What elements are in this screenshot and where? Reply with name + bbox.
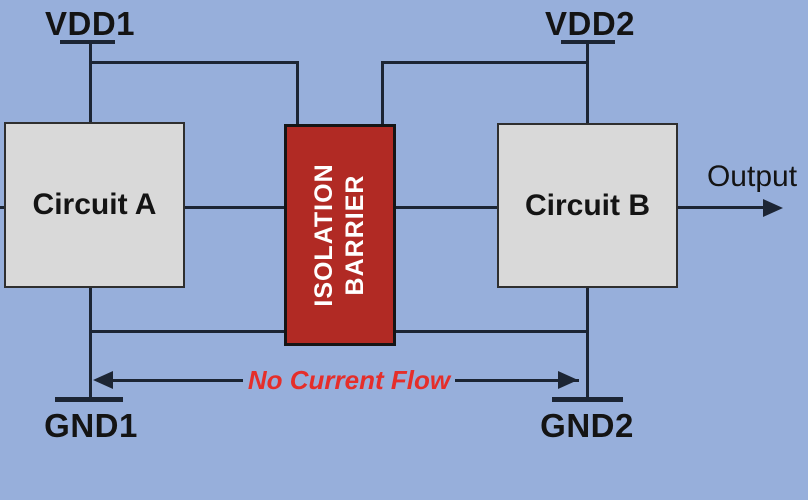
no-current-flow-right-arrowhead-icon bbox=[558, 371, 578, 389]
isolation-barrier-label: ISOLATION BARRIER bbox=[309, 163, 372, 306]
vdd1-label: VDD1 bbox=[44, 5, 136, 42]
wire-gnd-right-horizontal bbox=[394, 329, 589, 333]
isolation-barrier-box: ISOLATION BARRIER bbox=[284, 124, 396, 346]
isolation-barrier-label-line2: BARRIER bbox=[341, 174, 369, 296]
wire-input-stub bbox=[0, 205, 6, 209]
vdd1-rail-bar bbox=[60, 40, 115, 44]
wire-vdd2-branch-horizontal bbox=[384, 61, 588, 64]
no-current-flow-right-line bbox=[455, 378, 579, 382]
wire-circuit-a-to-gnd1 bbox=[88, 288, 92, 399]
vdd2-rail-bar bbox=[561, 40, 615, 44]
isolation-barrier-label-line1: ISOLATION bbox=[309, 163, 338, 307]
wire-circuit-a-to-barrier bbox=[184, 205, 286, 209]
wire-vdd1-branch-to-barrier bbox=[295, 61, 299, 125]
wire-gnd-left-horizontal bbox=[88, 329, 287, 333]
wire-output bbox=[677, 206, 765, 209]
no-current-flow-label: No Current Flow bbox=[247, 365, 451, 395]
gnd2-label: GND2 bbox=[540, 407, 634, 444]
output-label: Output bbox=[706, 160, 798, 193]
wire-barrier-to-circuit-b bbox=[394, 205, 499, 209]
no-current-flow-left-arrowhead-icon bbox=[93, 371, 113, 389]
gnd1-ground-bar bbox=[55, 397, 123, 402]
wire-vdd2-branch-to-barrier bbox=[381, 61, 384, 125]
gnd1-label: GND1 bbox=[44, 407, 138, 444]
wire-circuit-b-to-gnd2 bbox=[585, 288, 589, 399]
circuit-b-label: Circuit B bbox=[524, 188, 650, 222]
circuit-a-box: Circuit A bbox=[4, 122, 185, 288]
circuit-b-box: Circuit B bbox=[497, 123, 678, 288]
circuit-a-label: Circuit A bbox=[32, 188, 157, 221]
wire-vdd1-branch-horizontal bbox=[88, 61, 299, 64]
no-current-flow-left-line bbox=[112, 378, 243, 382]
vdd2-label: VDD2 bbox=[544, 5, 636, 42]
wire-vdd2-stem bbox=[585, 43, 589, 124]
output-arrowhead-icon bbox=[763, 198, 783, 217]
wire-vdd1-stem bbox=[88, 43, 92, 123]
gnd2-ground-bar bbox=[552, 397, 623, 402]
